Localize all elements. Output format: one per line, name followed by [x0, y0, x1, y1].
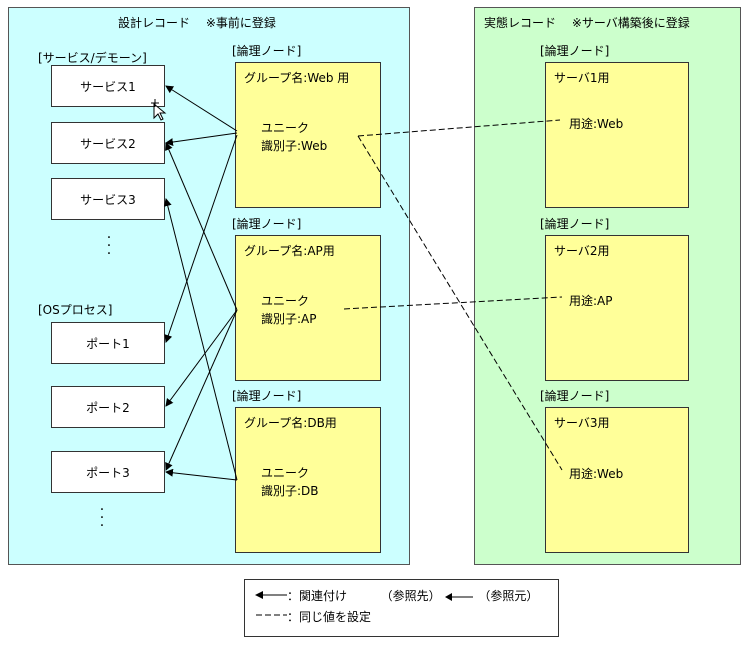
- legend-ref-to: （参照先）: [380, 589, 441, 603]
- design-logical-node-web[interactable]: グループ名:Web 用 ユニーク 識別子:Web: [235, 62, 381, 208]
- unique-label: ユニーク: [261, 466, 310, 480]
- legend-dashed-icon: [256, 614, 287, 616]
- link-web-service2: [165, 132, 238, 146]
- legend-arrow-label: ：関連付け: [287, 589, 348, 603]
- node-group-name: グループ名:Web 用: [244, 71, 350, 85]
- same-value-web-server1: [357, 119, 561, 137]
- same-value-web-server3: [357, 135, 563, 471]
- link-db-port3: [165, 468, 238, 481]
- node-unique-id: ユニーク 識別子:DB: [261, 464, 319, 500]
- service-box-3[interactable]: サービス3: [51, 178, 165, 220]
- os-process-group-label: [OSプロセス]: [38, 303, 113, 317]
- actual-logical-node-server3[interactable]: サーバ3用 用途:Web: [545, 407, 689, 553]
- actual-node-label-1: [論理ノード]: [540, 44, 610, 58]
- link-ap-service2: [165, 142, 238, 311]
- design-record-title: 設計レコード ※事前に登録: [118, 16, 276, 30]
- node-group-name: グループ名:DB用: [244, 416, 337, 430]
- design-logical-node-db[interactable]: グループ名:DB用 ユニーク 識別子:DB: [235, 407, 381, 553]
- server-use: 用途:Web: [569, 117, 624, 131]
- actual-logical-node-server2[interactable]: サーバ2用 用途:AP: [545, 235, 689, 381]
- server-name: サーバ3用: [554, 416, 610, 430]
- actual-node-label-3: [論理ノード]: [540, 389, 610, 403]
- services-ellipsis: ···: [106, 230, 112, 262]
- legend-arrow-inline-icon: [444, 592, 473, 601]
- port-box-2[interactable]: ポート2: [51, 386, 165, 428]
- service-box-2[interactable]: サービス2: [51, 122, 165, 164]
- port-box-3[interactable]: ポート3: [51, 451, 165, 493]
- server-name: サーバ1用: [554, 71, 610, 85]
- server-name: サーバ2用: [554, 244, 610, 258]
- node-unique-id: ユニーク 識別子:Web: [261, 119, 327, 155]
- design-node-label-1: [論理ノード]: [232, 44, 302, 58]
- identifier-value: 識別子:DB: [261, 484, 319, 498]
- legend-box: ：関連付け （参照先） （参照元） ：同じ値を設定: [244, 579, 559, 637]
- link-db-service3: [163, 198, 238, 481]
- service-group-label: [サービス/デモーン]: [38, 51, 147, 65]
- actual-record-title: 実態レコード ※サーバ構築後に登録: [484, 16, 690, 30]
- link-ap-port2: [165, 309, 238, 407]
- service-box-1[interactable]: サービス1: [51, 65, 165, 107]
- link-ap-port3: [165, 309, 238, 471]
- identifier-value: 識別子:Web: [261, 139, 328, 153]
- legend-ref-from: （参照元）: [478, 589, 539, 603]
- ports-ellipsis: ···: [99, 502, 105, 534]
- unique-label: ユニーク: [261, 121, 310, 135]
- link-web-service1: [165, 85, 238, 132]
- link-web-port1: [164, 134, 238, 343]
- server-use: 用途:AP: [569, 294, 613, 308]
- node-group-name: グループ名:AP用: [244, 244, 335, 258]
- actual-logical-node-server1[interactable]: サーバ1用 用途:Web: [545, 62, 689, 208]
- node-unique-id: ユニーク 識別子:AP: [261, 292, 317, 328]
- design-logical-node-ap[interactable]: グループ名:AP用 ユニーク 識別子:AP: [235, 235, 381, 381]
- server-use: 用途:Web: [569, 467, 624, 481]
- legend-dashed-label: ：同じ値を設定: [287, 610, 372, 624]
- port-box-1[interactable]: ポート1: [51, 322, 165, 364]
- same-value-ap-server2: [343, 296, 563, 310]
- design-node-label-2: [論理ノード]: [232, 217, 302, 231]
- legend-arrow-row: ：関連付け （参照先） （参照元）: [287, 587, 538, 604]
- legend-arrow-icon: [255, 591, 287, 599]
- identifier-value: 識別子:AP: [261, 312, 317, 326]
- design-node-label-3: [論理ノード]: [232, 389, 302, 403]
- mouse-cursor-icon: [151, 99, 167, 121]
- actual-node-label-2: [論理ノード]: [540, 217, 610, 231]
- unique-label: ユニーク: [261, 294, 310, 308]
